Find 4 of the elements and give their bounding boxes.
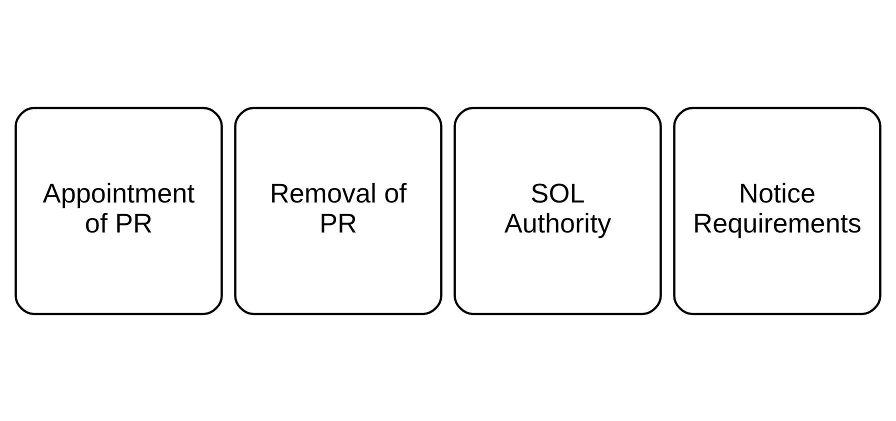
node-box: SOL Authority — [454, 106, 662, 315]
node-box: Appointment of PR — [14, 106, 223, 315]
node-box: Notice Requirements — [673, 106, 882, 315]
node-box: Removal of PR — [234, 106, 442, 315]
